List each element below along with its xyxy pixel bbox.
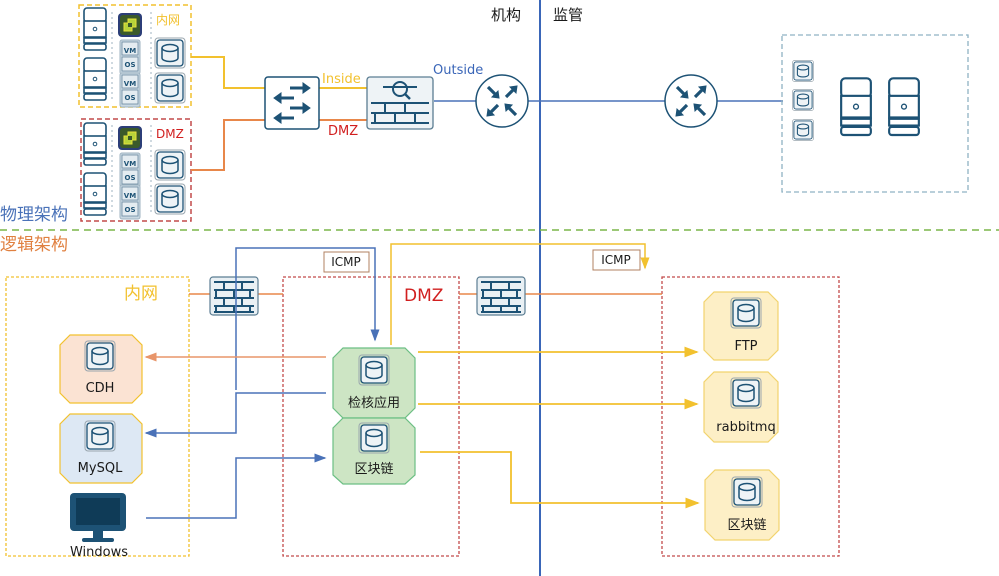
vm-label: VM (124, 47, 136, 55)
physical-dmz-group: VM OS VM OS DMZ (80, 118, 192, 222)
physical-section-label: 物理架构 (0, 205, 68, 225)
dmz-zone-label: DMZ (404, 286, 443, 306)
node-label: 检核应用 (348, 395, 400, 411)
inside-label: Inside (322, 72, 361, 87)
physical-inner-group: VM OS VM OS 内网 (78, 4, 192, 108)
database-icon (730, 297, 762, 329)
firewall-icon (209, 276, 259, 316)
server-icon (83, 7, 107, 51)
flow-check-to-mysql (144, 392, 326, 438)
database-icon (84, 420, 116, 452)
database-icon (154, 72, 186, 104)
database-icon (791, 118, 815, 142)
inner-zone (5, 276, 190, 557)
dmz-link-left (191, 119, 265, 171)
node-windows[interactable]: Windows (70, 493, 128, 560)
regulator-physical-group (781, 34, 969, 193)
icmp-badge-left: ICMP (323, 251, 370, 273)
database-icon (791, 88, 815, 112)
database-icon (358, 354, 390, 386)
server-icon (83, 57, 107, 101)
node-label: CDH (86, 381, 115, 396)
monitor-icon (82, 538, 114, 542)
node-label: 区块链 (727, 518, 766, 533)
router-icon (474, 73, 530, 129)
os-label: OS (125, 206, 136, 214)
node-label: Windows (70, 545, 128, 560)
node-label: MySQL (78, 461, 123, 476)
server-icon (83, 172, 107, 216)
inner-group-label: 内网 (156, 13, 180, 27)
dmz-zone (282, 276, 460, 557)
regulator-label: 监管 (553, 6, 583, 24)
dmz-link-label: DMZ (328, 124, 358, 139)
vm-label: VM (124, 160, 136, 168)
vm-label: VM (124, 192, 136, 200)
vmware-logo-icon (117, 12, 143, 38)
regulator-zone (661, 276, 840, 557)
node-label: FTP (734, 339, 757, 354)
os-label: OS (125, 94, 136, 102)
vm-label: VM (124, 80, 136, 88)
icmp-path-inbound (235, 247, 380, 390)
database-icon (154, 183, 186, 215)
node-blockchain-dmz[interactable]: 区块链 (332, 417, 416, 485)
node-blockchain-regulator[interactable]: 区块链 (704, 469, 780, 541)
flow-windows-to-blockchain (146, 453, 327, 519)
node-rabbitmq[interactable]: rabbitmq (703, 371, 779, 443)
dmz-group-label: DMZ (156, 127, 184, 141)
outside-label: Outside (433, 63, 483, 78)
firewall-icon (366, 76, 434, 130)
svg-text:ICMP: ICMP (331, 255, 361, 269)
node-label: 区块链 (354, 462, 393, 477)
vmware-logo-icon (117, 125, 143, 151)
firewall-icon (476, 276, 526, 316)
flow-blockchain-sync (420, 451, 700, 509)
node-cdh[interactable]: CDH (59, 334, 143, 404)
node-label: rabbitmq (716, 420, 775, 435)
switch-icon (264, 76, 320, 130)
database-icon (154, 37, 186, 69)
svg-text:ICMP: ICMP (601, 253, 631, 267)
server-icon (83, 122, 107, 166)
inside-link-left (191, 56, 265, 89)
org-label: 机构 (491, 6, 521, 24)
database-icon (358, 422, 390, 454)
node-ftp[interactable]: FTP (703, 291, 779, 361)
server-icon (840, 77, 872, 137)
database-icon (84, 340, 116, 372)
logical-section-label: 逻辑架构 (0, 235, 68, 255)
node-check-app[interactable]: 检核应用 (332, 347, 416, 419)
database-icon (730, 377, 762, 409)
inner-zone-label: 内网 (124, 284, 158, 304)
server-icon (888, 77, 920, 137)
os-label: OS (125, 61, 136, 69)
node-mysql[interactable]: MySQL (59, 413, 143, 484)
database-icon (154, 149, 186, 181)
icmp-path-outbound (390, 243, 650, 345)
icmp-badge-right: ICMP (592, 249, 641, 271)
os-label: OS (125, 174, 136, 182)
router-icon (663, 73, 719, 129)
database-icon (731, 476, 763, 508)
database-icon (791, 59, 815, 83)
